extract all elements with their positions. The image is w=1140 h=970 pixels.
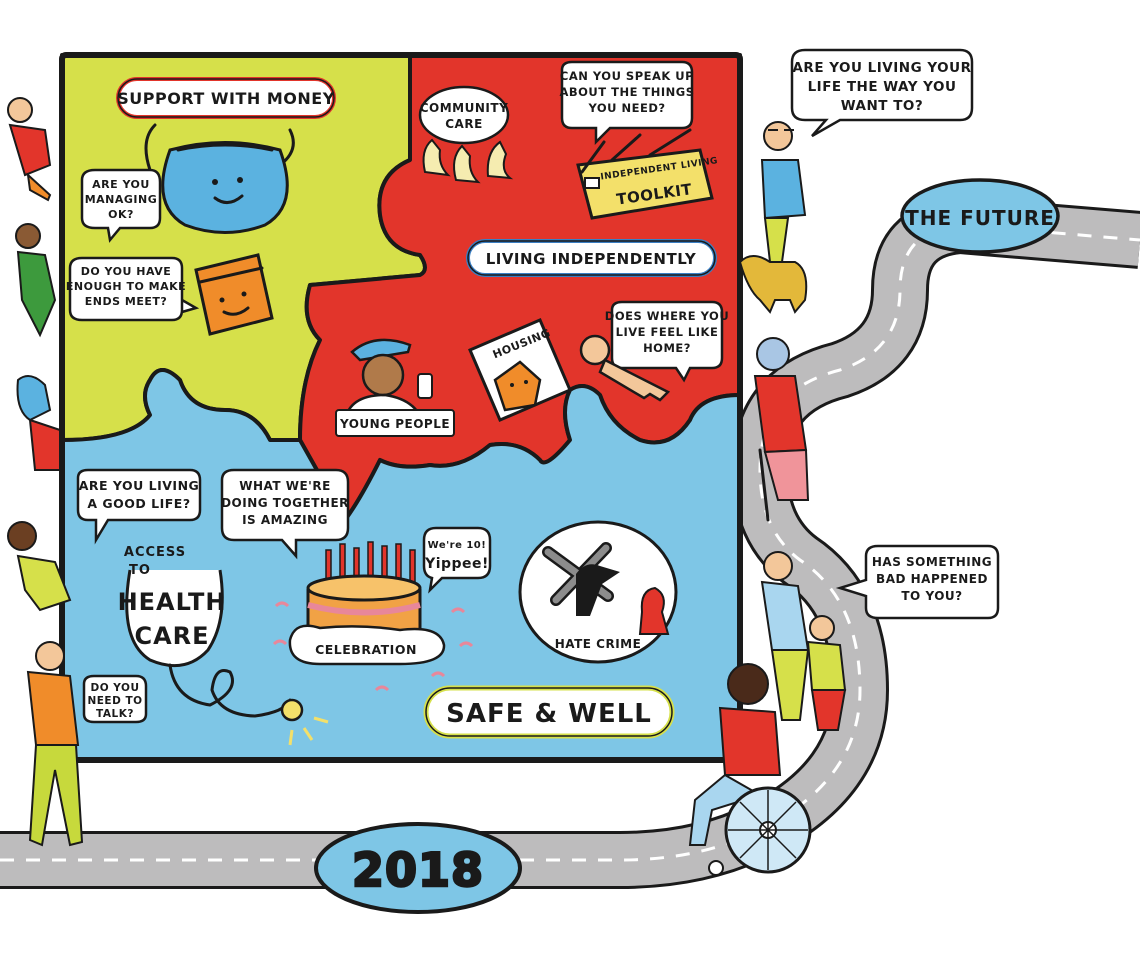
house-tag-icon: HOUSING [468,318,572,422]
year-label: 2018 [352,843,484,897]
svg-text:We're 10!: We're 10! [428,540,487,551]
health-line: ACCESS [124,545,186,560]
yippee-line: Yippee! [424,556,489,572]
managing-line: OK? [108,208,134,221]
amazing-line: WHAT WE'RE [239,479,331,493]
hate-crime-icon: HATE CRIME [518,520,678,664]
amazing-line: IS AMAZING [242,513,328,527]
ends-meet-line: DO YOU HAVE [81,265,172,278]
person-left-orange [26,641,84,847]
good-life-line: ARE YOU LIVING [79,478,200,493]
person-right-blonde [760,551,810,721]
future-label: THE FUTURE [905,206,1055,230]
celebration-label: CELEBRATION [315,642,417,657]
money-title: SUPPORT WITH MONEY [117,89,335,108]
living-your-life-line: ARE YOU LIVING YOUR [792,60,971,76]
home-line: HOME? [643,341,691,355]
home-line: LIVE FEEL LIKE [616,325,719,339]
community-care: COMMUNITY CARE [418,85,514,184]
health-line: HEALTH [118,588,227,616]
independence-title: LIVING INDEPENDENTLY [486,250,697,268]
person-right-grandma [753,337,810,522]
guide-dog-icon [738,255,808,314]
person-left-hijab [16,375,61,471]
talk-line: TALK? [96,708,134,720]
something-bad-line: TO YOU? [901,589,962,603]
speak-up-line: ABOUT THE THINGS [559,85,694,99]
person-bald-man [7,97,52,202]
person-left-green [15,223,57,338]
something-bad-line: BAD HAPPENED [876,572,988,586]
purse-icon [144,123,295,234]
person-right-glasses [760,121,807,263]
managing-line: MANAGING [85,193,158,206]
speak-up-line: YOU NEED? [587,101,665,115]
safe-well-section: ARE YOU LIVING A GOOD LIFE? WHAT WE'RE DOI… [76,468,678,746]
person-right-child [806,615,847,731]
home-bubble: DOES WHERE YOU LIVE FEEL LIKE HOME? [605,300,729,383]
ends-meet-bubble: DO YOU HAVE ENOUGH TO MAKE ENDS MEET? [66,256,200,322]
talk-line: DO YOU [91,682,140,694]
managing-bubble: ARE YOU MANAGING OK? [80,168,162,243]
managing-line: ARE YOU [92,178,150,191]
people [7,97,847,876]
health-line: TO [129,563,151,578]
yippee-line: We're 10! [428,540,487,551]
something-bad-bubble: HAS SOMETHING BAD HAPPENED TO YOU? [835,544,1000,620]
birthday-cake-icon: CELEBRATION [272,541,474,692]
living-your-life-bubble: ARE YOU LIVING YOUR LIFE THE WAY YOU WANT … [790,48,974,138]
wheelchair-icon [708,786,812,876]
amazing-line: DOING TOGETHER [221,496,349,510]
community-care-line: CARE [445,117,483,131]
community-care-line: COMMUNITY [420,101,509,115]
something-bad-line: HAS SOMETHING [872,555,992,569]
wallet-icon [194,253,274,336]
independence-section: COMMUNITY CARE CAN YOU SPEAK UP ABOUT THE … [335,60,729,437]
year-sign: 2018 [314,822,522,914]
toolbox-icon: INDEPENDENT LIVING TOOLKIT [576,128,719,220]
svg-text:Yippee!: Yippee! [424,556,489,572]
person-wheelchair [688,663,812,876]
safe-well-title: SAFE & WELL [446,699,652,729]
phone-icon [417,373,433,399]
good-life-line: A GOOD LIFE? [87,496,190,511]
young-people-label: YOUNG PEOPLE [339,417,450,431]
home-line: DOES WHERE YOU [605,309,729,323]
young-person: YOUNG PEOPLE [335,338,455,437]
key-icon [579,334,671,402]
talk-line: NEED TO [87,695,142,707]
money-section: SUPPORT WITH MONEY ARE YOU MANAGING OK? DO… [66,77,336,336]
living-your-life-line: LIFE THE WAY YOU [808,79,957,95]
speak-up-line: CAN YOU SPEAK UP [560,69,694,83]
health-line: CARE [134,622,209,650]
good-life-bubble: ARE YOU LIVING A GOOD LIFE? [76,468,202,545]
ends-meet-line: ENOUGH TO MAKE [66,280,186,293]
ends-meet-line: ENDS MEET? [85,295,167,308]
living-your-life-line: WANT TO? [841,98,923,114]
person-left-yellow [7,521,72,612]
amazing-bubble: WHAT WE'RE DOING TOGETHER IS AMAZING [220,468,350,560]
speak-up-bubble: CAN YOU SPEAK UP ABOUT THE THINGS YOU NEED… [559,60,694,146]
road [0,195,1140,889]
yippee-bubble: We're 10! Yippee! [422,526,492,594]
hate-crime-label: HATE CRIME [555,637,642,651]
stethoscope-icon: ACCESS TO HEALTH CARE [118,545,329,746]
future-sign: THE FUTURE [900,178,1060,254]
